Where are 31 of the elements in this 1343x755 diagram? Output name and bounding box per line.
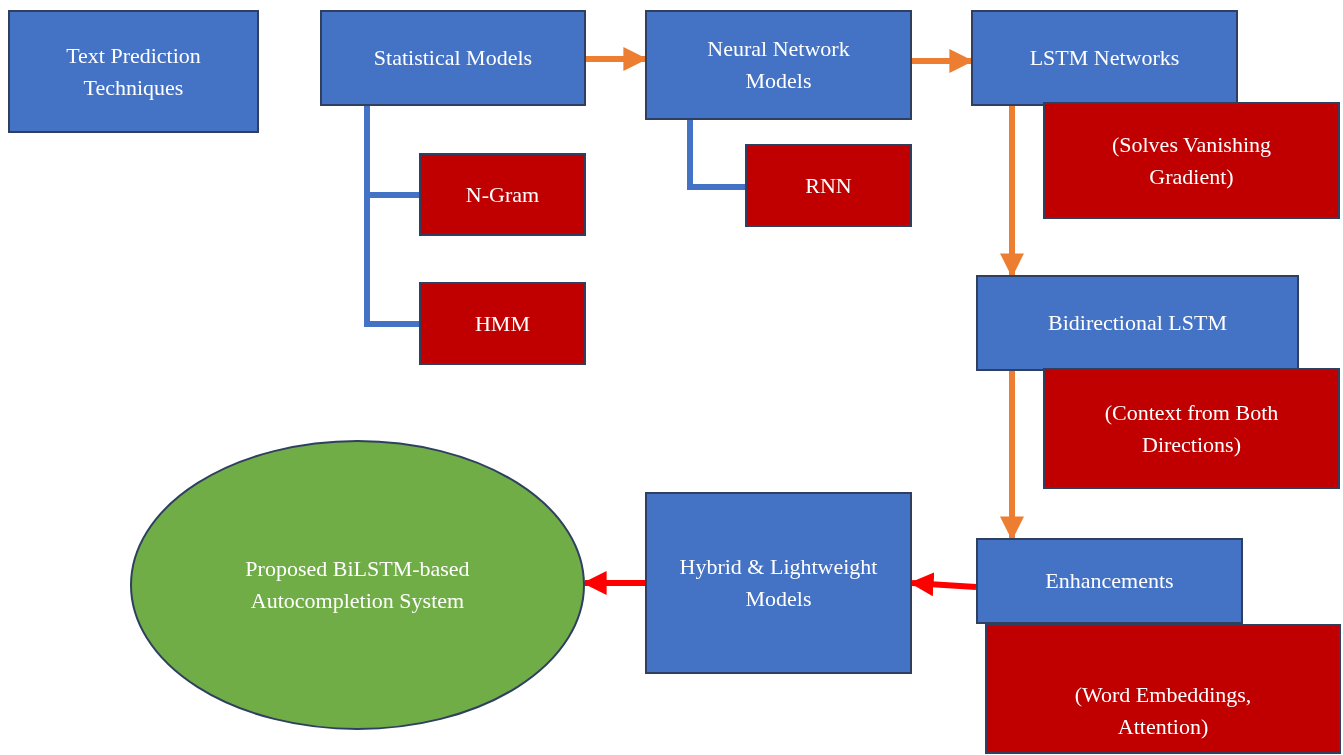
connector-line xyxy=(687,120,745,190)
box-label: HMM xyxy=(475,309,530,338)
note-box xyxy=(1043,102,1340,219)
process-box xyxy=(976,275,1299,371)
box-label: Hybrid & Lightweight Models xyxy=(678,553,879,613)
note-box xyxy=(419,153,586,236)
process-box xyxy=(976,538,1243,624)
process-box xyxy=(8,10,259,133)
box-label: Text Prediction Techniques xyxy=(65,41,202,102)
process-box xyxy=(645,10,912,120)
box-label: N-Gram xyxy=(465,180,540,209)
box-label: Neural Network Models xyxy=(706,35,851,95)
note-box xyxy=(745,144,912,227)
note-box xyxy=(985,624,1341,754)
process-box xyxy=(320,10,586,106)
process-box xyxy=(645,492,912,674)
process-box xyxy=(971,10,1238,106)
box-label: Bidirectional LSTM xyxy=(1048,309,1227,338)
note-box xyxy=(1043,368,1340,489)
terminal-ellipse xyxy=(130,440,585,730)
arrow xyxy=(1000,371,1024,541)
arrow xyxy=(1000,106,1024,278)
box-label: (Word Embeddings, Attention) xyxy=(1073,681,1253,741)
box-label: (Context from Both Directions) xyxy=(1103,398,1280,459)
box-label: Statistical Models xyxy=(373,44,533,73)
box-label: (Solves Vanishing Gradient) xyxy=(1110,130,1273,191)
note-box xyxy=(419,282,586,365)
box-label: Proposed BiLSTM-based Autocompletion System xyxy=(244,555,471,615)
box-label: RNN xyxy=(805,171,852,200)
box-label: LSTM Networks xyxy=(1029,44,1180,73)
box-label: Enhancements xyxy=(1045,567,1174,596)
